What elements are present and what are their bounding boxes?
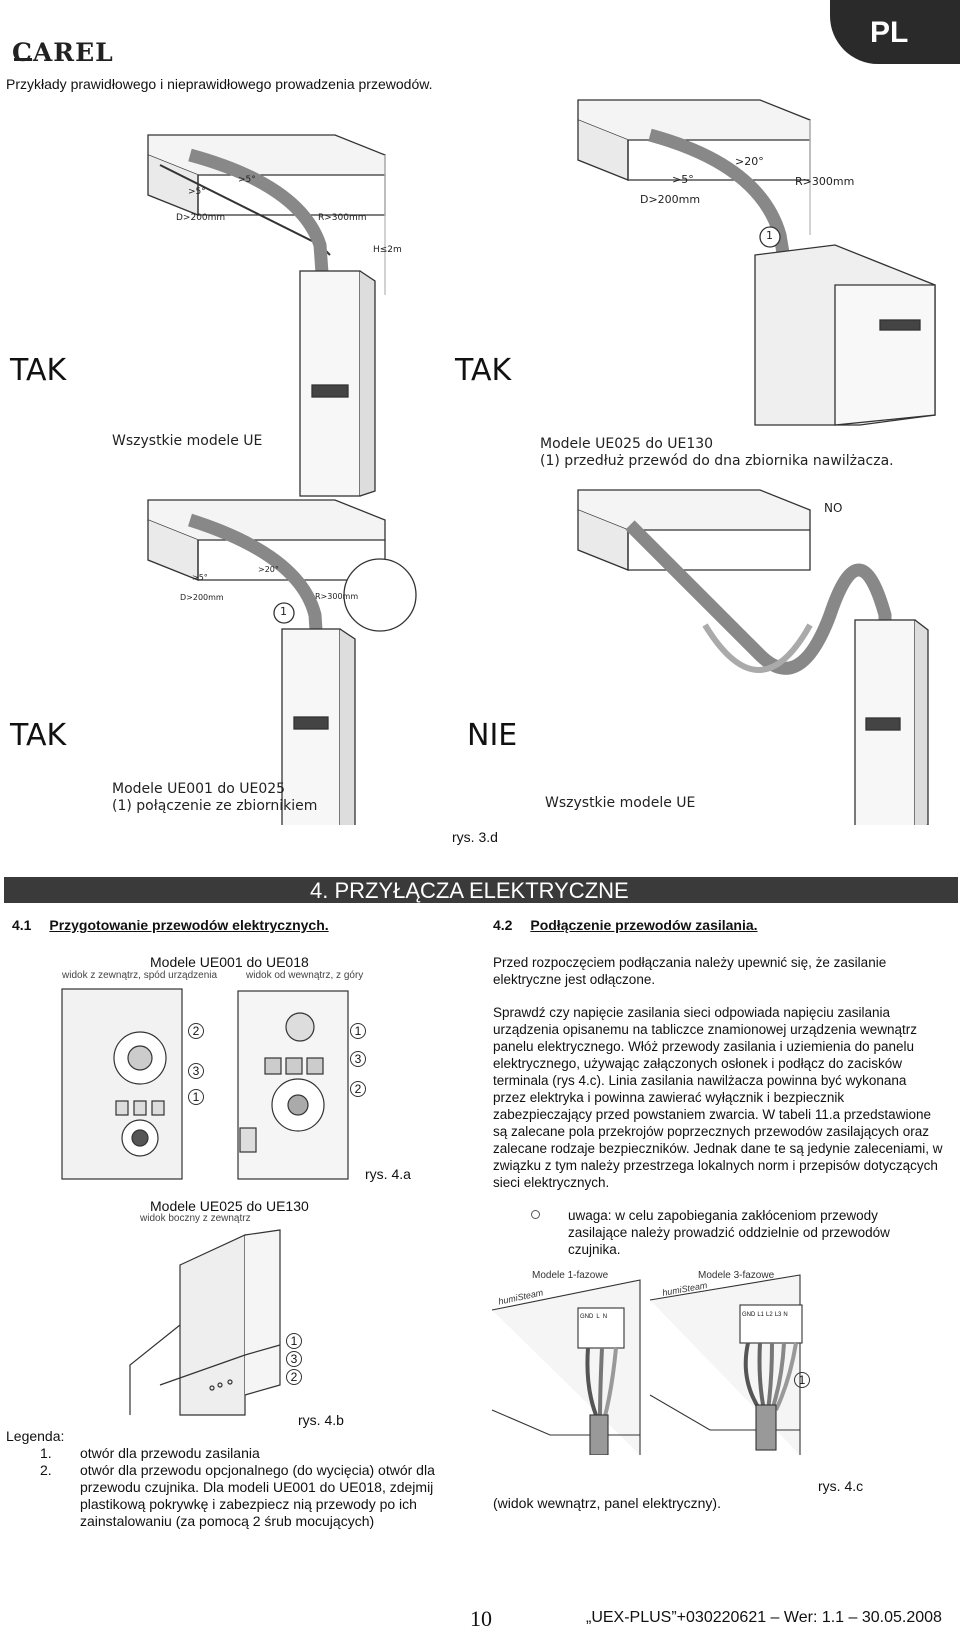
brand-logo: CAREL	[12, 38, 114, 67]
paragraph-1: Przed rozpoczęciem podłączania należy up…	[493, 955, 887, 987]
panel3-dim-r: R>300mm	[315, 592, 359, 601]
panel2-dim-d: D>200mm	[640, 193, 701, 206]
document-id: „UEX-PLUS”+030220621 – Wer: 1.1 – 30.05.…	[586, 1609, 942, 1626]
models-a-label: Modele UE001 do UE018	[150, 954, 309, 970]
brand-logo-text: CAREL	[12, 38, 114, 67]
left-heading-text: Przygotowanie przewodów elektrycznych.	[49, 917, 329, 933]
paragraph-2: Sprawdź czy napięcie zasilania sieci odp…	[493, 1005, 943, 1190]
legend-item-1-number: 1.	[40, 1445, 52, 1461]
figure-3d-drawing	[147, 99, 936, 840]
terminal-gnd-1: GND	[580, 1314, 594, 1320]
tri-phase-label: Modele 3-fazowe	[698, 1270, 775, 1281]
callout-4c-1: 1	[794, 1372, 810, 1388]
callout-4b-2: 2	[286, 1369, 302, 1385]
panel1-angle-a: >5°	[238, 175, 256, 185]
terminal-l2-3: L2	[766, 1312, 773, 1318]
view-a1-label: widok z zewnątrz, spód urządzenia	[62, 970, 218, 981]
figure-4c-label: rys. 4.c	[818, 1478, 864, 1494]
terminal-l3-3: L3	[774, 1312, 782, 1318]
callout-4a-1b: 1	[350, 1023, 366, 1039]
legend-item-2: 2. otwór dla przewodu opcjonalnego (do w…	[40, 1462, 460, 1530]
panel4-caption: Wszystkie modele UE	[545, 795, 696, 811]
panel4-verdict: NIE	[467, 718, 518, 753]
language-badge: PL	[830, 0, 960, 64]
panel3-caption: Modele UE001 do UE025	[112, 781, 286, 797]
panel2-caption-note: (1) przedłuż przewód do dna zbiornika na…	[540, 453, 894, 469]
left-heading-number: 4.1	[12, 917, 32, 933]
terminals-3-phase: GND L1 L2 L3 N	[742, 1312, 788, 1318]
section-title: 4. PRZYŁĄCZA ELEKTRYCZNE	[310, 878, 629, 903]
panel3-callout: 1	[280, 605, 287, 618]
callout-4a-3b: 3	[350, 1051, 366, 1067]
legend-item-2-text: otwór dla przewodu opcjonalnego (do wyci…	[80, 1462, 435, 1529]
panel1-caption: Wszystkie modele UE	[112, 433, 263, 449]
terminal-n-3: N	[783, 1312, 788, 1318]
callout-4a-3a: 3	[188, 1063, 204, 1079]
panel3-angle-a: >5°	[192, 573, 208, 582]
left-heading: 4.1 Przygotowanie przewodów elektrycznyc…	[12, 917, 329, 934]
figure-4b-label: rys. 4.b	[298, 1412, 344, 1428]
right-heading-text: Podłączenie przewodów zasilania.	[530, 917, 758, 933]
legend-item-1-text: otwór dla przewodu zasilania	[80, 1445, 260, 1461]
panel2-verdict: TAK	[455, 353, 512, 388]
callout-4a-2b: 2	[350, 1081, 366, 1097]
panel3-verdict: TAK	[10, 718, 67, 753]
panel1-verdict: TAK	[10, 353, 67, 388]
panel3-angle-b: >20°	[258, 565, 279, 574]
right-heading-number: 4.2	[493, 917, 513, 933]
figure-4a-drawing: 2 3 1 1 3 2	[60, 983, 380, 1183]
note-text: uwaga: w celu zapobiegania zakłóceniom p…	[568, 1208, 890, 1257]
right-heading: 4.2 Podłączenie przewodów zasilania.	[493, 917, 758, 934]
figure-4b-drawing: 1 3 2	[120, 1225, 340, 1420]
legend-title: Legenda:	[6, 1428, 65, 1444]
panel2-angle-a: >20°	[735, 155, 764, 168]
panel1-dim-d: D>200mm	[176, 213, 226, 223]
view-b-label: widok boczny z zewnątrz	[140, 1213, 251, 1224]
panel4-no-label: NO	[824, 501, 843, 515]
panel1-angle-b: >5°	[188, 187, 206, 197]
legend-item-2-number: 2.	[40, 1462, 52, 1478]
view-a2-label: widok od wewnątrz, z góry	[246, 970, 364, 981]
note-bullet-icon	[531, 1210, 540, 1219]
callout-4a-2a: 2	[188, 1023, 204, 1039]
panel2-caption: Modele UE025 do UE130	[540, 436, 714, 452]
figure-4c-caption: (widok wewnątrz, panel elektryczny).	[493, 1495, 721, 1511]
callout-4b-3: 3	[286, 1351, 302, 1367]
mono-phase-label: Modele 1-fazowe	[532, 1270, 609, 1281]
page-number: 10	[470, 1606, 492, 1631]
figure-3d-label: rys. 3.d	[452, 829, 498, 845]
panel3-dim-d: D>200mm	[180, 593, 224, 602]
terminal-l1-3: L1	[757, 1312, 765, 1318]
terminal-gnd-3: GND	[742, 1312, 756, 1318]
legend-item-1: 1. otwór dla przewodu zasilania	[40, 1445, 460, 1462]
callout-4a-1a: 1	[188, 1089, 204, 1105]
panel1-dim-h: H≤2m	[373, 245, 402, 255]
panel2-dim-r: R>300mm	[795, 175, 855, 188]
figure-4c-drawing: Modele 1-fazowe Modele 3-fazowe humiStea…	[490, 1270, 820, 1456]
panel1-dim-r: R>300mm	[318, 213, 367, 223]
models-b-label: Modele UE025 do UE130	[150, 1198, 309, 1214]
panel2-angle-b: >5°	[672, 173, 694, 186]
language-badge-text: PL	[870, 16, 909, 49]
terminals-1-phase: GND L N	[580, 1314, 607, 1320]
figure-3d: D>200mm R>300mm H≤2m >5° >5° TAK Wszystk…	[0, 95, 960, 840]
intro-text: Przykłady prawidłowego i nieprawidłowego…	[6, 76, 433, 92]
figure-4a-label: rys. 4.a	[365, 1166, 411, 1182]
callout-4b-1: 1	[286, 1333, 302, 1349]
panel2-callout: 1	[766, 229, 773, 242]
section-bar: 4. PRZYŁĄCZA ELEKTRYCZNE	[4, 877, 958, 903]
terminal-l-1: L	[596, 1314, 600, 1320]
panel3-caption-note: (1) połączenie ze zbiornikiem	[112, 798, 318, 814]
terminal-n-1: N	[602, 1314, 608, 1320]
